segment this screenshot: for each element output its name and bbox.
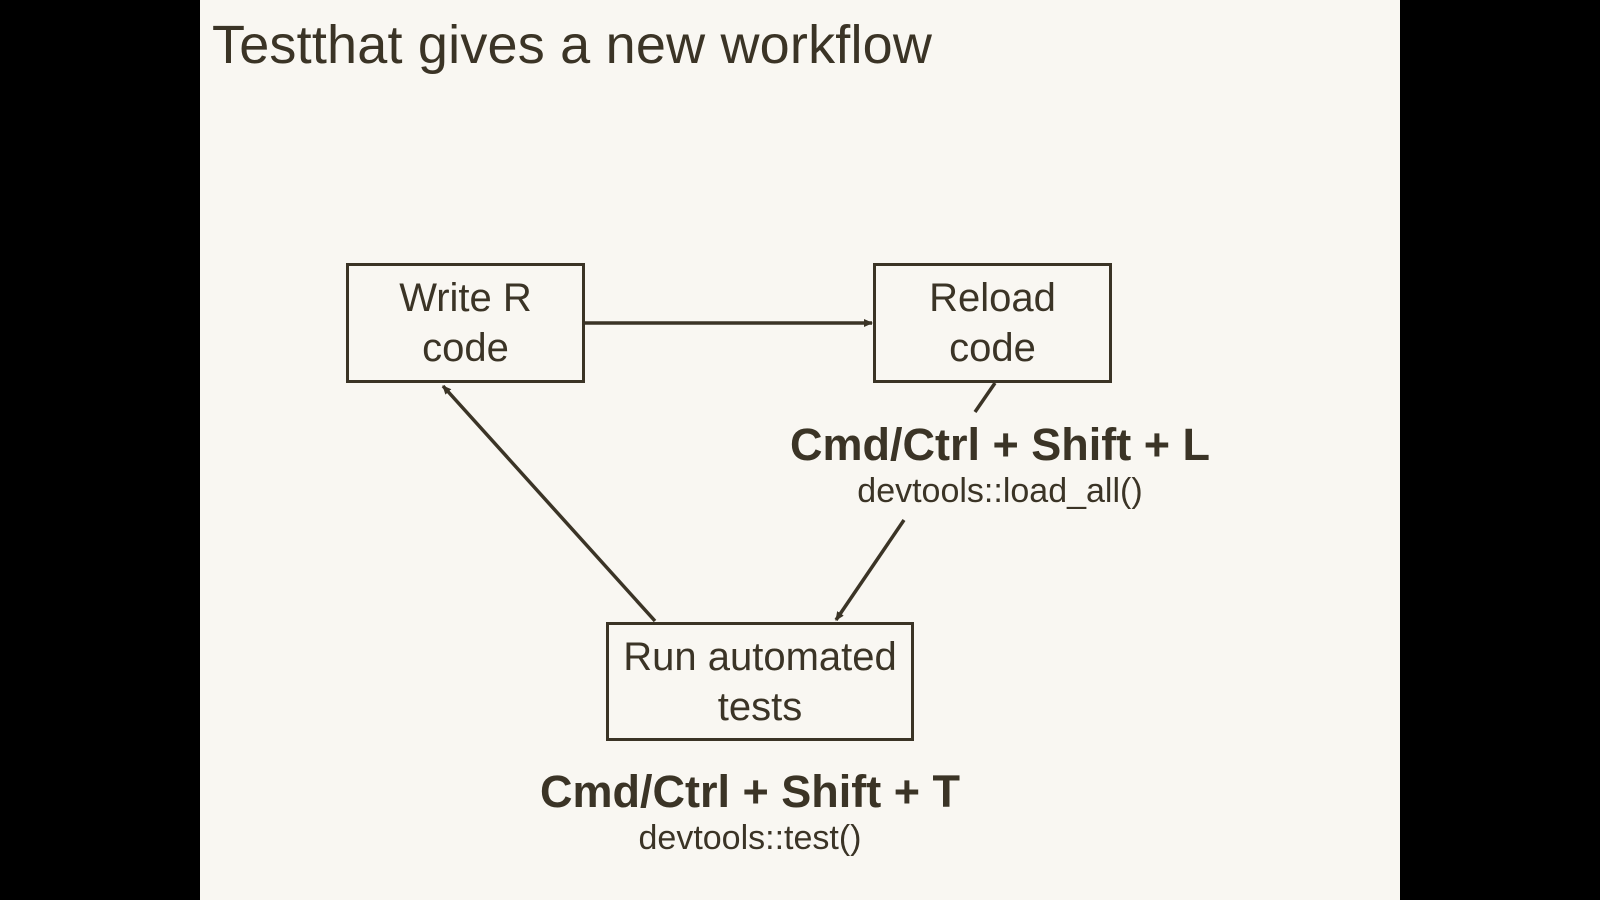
node-write-line2: code xyxy=(422,326,509,370)
node-reload-code: Reload code xyxy=(873,263,1112,383)
node-reload-line1: Reload xyxy=(929,276,1056,320)
shortcut-tests-keys: Cmd/Ctrl + Shift + T xyxy=(539,766,961,817)
shortcut-tests-function: devtools::test() xyxy=(638,819,862,857)
node-run-automated-tests: Run automated tests xyxy=(606,622,914,741)
node-tests-line1: Run automated xyxy=(623,634,897,679)
node-reload-label: Reload code xyxy=(929,273,1056,373)
slide: Testthat gives a new workflow Write R co… xyxy=(200,0,1400,900)
node-tests-line2: tests xyxy=(717,684,803,729)
shortcut-reload-function: devtools::load_all() xyxy=(857,472,1143,510)
shortcut-reload-keys: Cmd/Ctrl + Shift + L xyxy=(789,419,1211,470)
workflow-arrows xyxy=(441,319,997,623)
node-write-r-code: Write R code xyxy=(346,263,585,383)
shortcut-reload: Cmd/Ctrl + Shift + L devtools::load_all(… xyxy=(780,420,1220,512)
arrow-tests-to-write xyxy=(441,384,657,623)
arrow-reload-to-tests xyxy=(834,519,906,621)
node-write-line1: Write R xyxy=(399,276,532,320)
slide-title: Testthat gives a new workflow xyxy=(212,15,933,75)
connector-reload-to-shortcut xyxy=(973,382,997,413)
node-tests-label: Run automated tests xyxy=(623,632,897,732)
node-reload-line2: code xyxy=(949,326,1036,370)
shortcut-tests: Cmd/Ctrl + Shift + T devtools::test() xyxy=(500,767,1000,859)
node-write-label: Write R code xyxy=(399,273,532,373)
